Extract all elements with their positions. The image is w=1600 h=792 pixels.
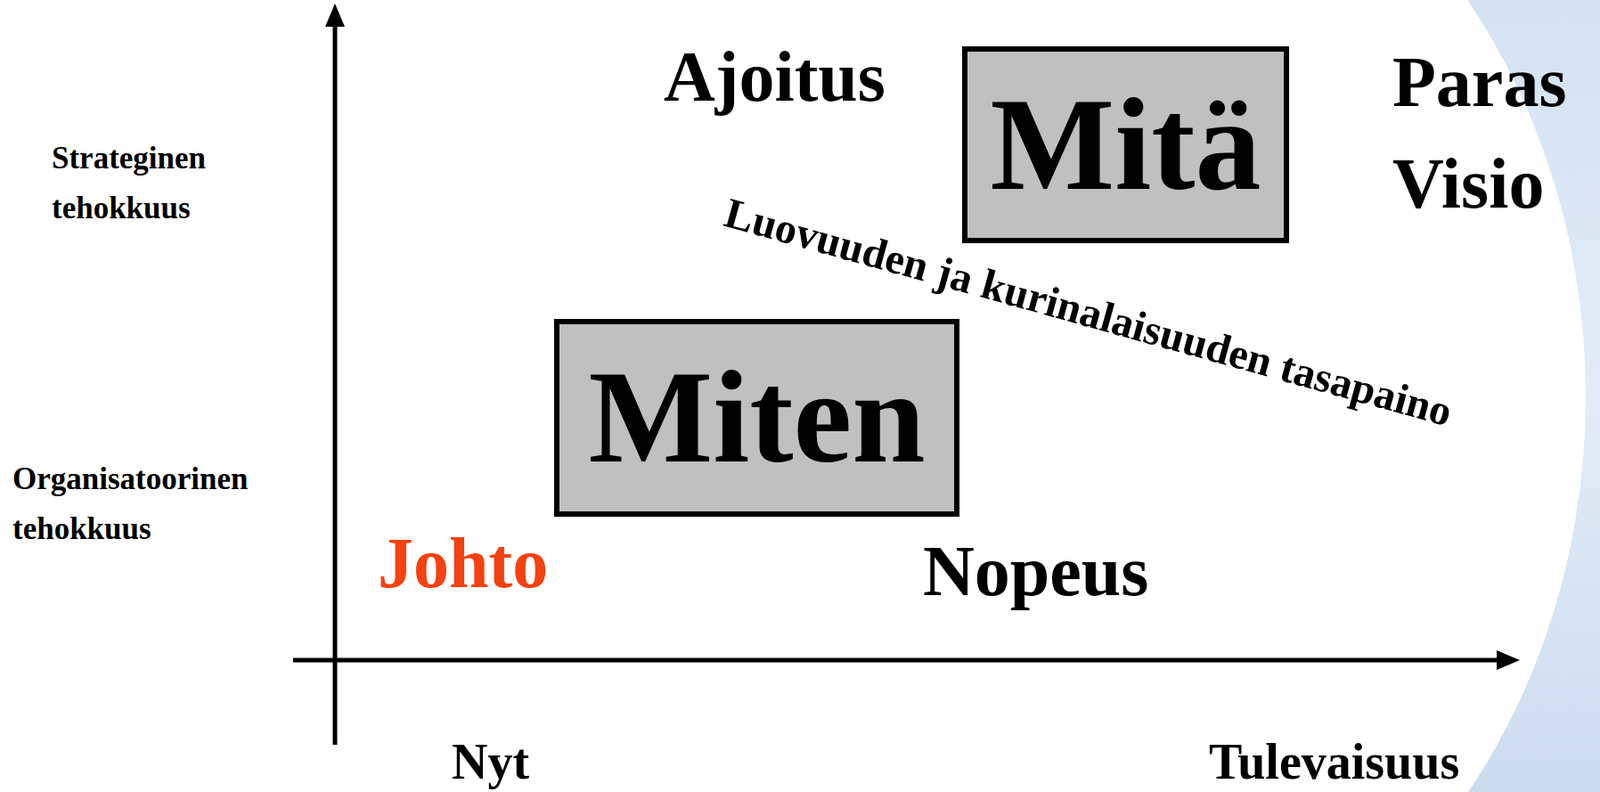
horizontal-axis [293, 658, 1503, 663]
axis-tick-label: Tulevaisuus [1208, 735, 1460, 788]
box-title: Mitä [989, 75, 1261, 214]
axis-tick-label: Nyt [451, 735, 530, 788]
concept-box: Miten [554, 318, 960, 517]
concept-label: Nopeus [922, 530, 1149, 613]
concept-label: Paras Visio [1392, 31, 1589, 235]
axis-label: Organisatoorinen tehokkuus [12, 454, 320, 555]
axis-arrowhead [325, 3, 345, 27]
axis-label: Strateginen tehokkuus [51, 133, 284, 234]
box-title: Miten [587, 348, 925, 487]
axis-arrowhead [1496, 650, 1520, 670]
concept-label: Ajoitus [663, 35, 886, 118]
vertical-axis [333, 21, 338, 745]
leadership-label: Johto [377, 522, 548, 605]
concept-box: Mitä [962, 46, 1290, 244]
